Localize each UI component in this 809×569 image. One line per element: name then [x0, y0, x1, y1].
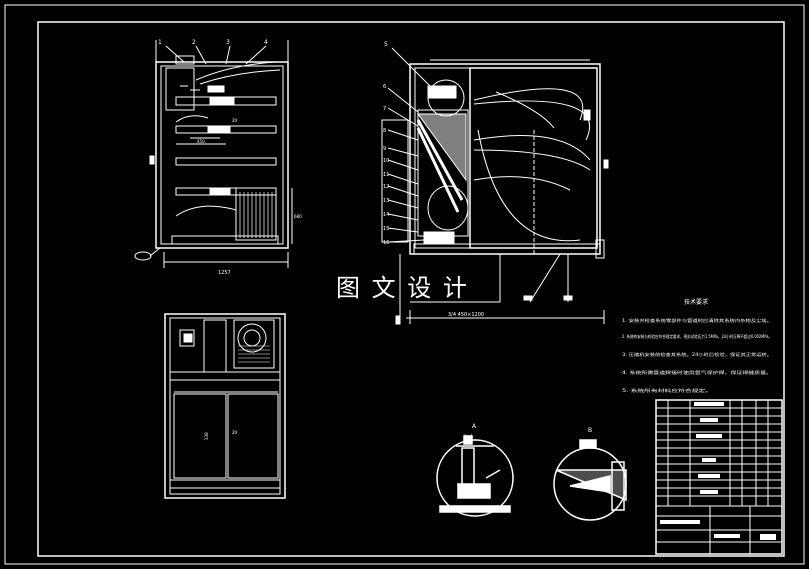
detail-b-label: B: [588, 427, 592, 434]
callout-side-9: 9: [383, 146, 386, 152]
tech-req-item-3: 3. 压缩机安装前检查其系统，24小时后检验，保证其正常运转。: [622, 351, 772, 357]
callout-side-11: 11: [383, 172, 389, 178]
side-view: [381, 47, 609, 325]
callout-front-3: 3: [226, 39, 230, 46]
plan-view: [164, 313, 286, 499]
detail-a: [436, 435, 514, 517]
inner-border: [37, 21, 785, 557]
callout-side-5: 5: [384, 41, 388, 48]
tech-req-title: 技术要求: [684, 298, 708, 306]
callout-side-15: 15: [383, 226, 389, 232]
tech-req-item-1: 1. 安装并检查系统零部件与管道时应清除其系统内杂物及尘埃。: [622, 317, 772, 323]
callout-side-13: 13: [383, 198, 389, 204]
title-block: [655, 399, 783, 555]
watermark-text: 图 文 设 计: [336, 274, 469, 302]
callout-front-4: 4: [264, 39, 268, 46]
front-view: [134, 40, 293, 268]
dim-side-base: 3/4 450×1200: [448, 312, 484, 318]
dim-front-width: 1257: [218, 270, 231, 276]
callout-side-16: 16: [383, 240, 389, 246]
detail-b: [553, 439, 627, 521]
dim-front-inner: 450: [197, 139, 205, 144]
callout-side-8: 8: [383, 128, 386, 134]
tech-req-item-4: 4. 系统所需管道焊接时使用氩气保护焊，保证焊缝质量。: [622, 369, 772, 375]
outer-border: [4, 4, 805, 565]
dim-front-top: 20: [232, 118, 238, 123]
callout-side-12: 12: [383, 184, 389, 190]
dim-plan-side: 20: [232, 430, 238, 435]
callout-front-1: 1: [158, 39, 162, 46]
callout-side-7: 7: [383, 106, 386, 112]
dim-plan-height: 338: [204, 432, 209, 440]
callout-side-14: 14: [383, 212, 389, 218]
detail-a-scale: 2 : 1: [464, 434, 473, 439]
detail-a-label: A: [472, 423, 477, 430]
callout-side-6: 6: [383, 84, 386, 90]
dim-front-height: 680: [294, 214, 302, 219]
callout-side-10: 10: [383, 158, 389, 164]
tech-req-item-2: 2. 系统的安装与检验应符合规定要求，密封试验压力1.5MPa，24小时压降不超…: [622, 333, 772, 339]
tech-req-item-5: 5. 系统所有材料应符合规定。: [622, 387, 712, 393]
callout-front-2: 2: [192, 39, 196, 46]
